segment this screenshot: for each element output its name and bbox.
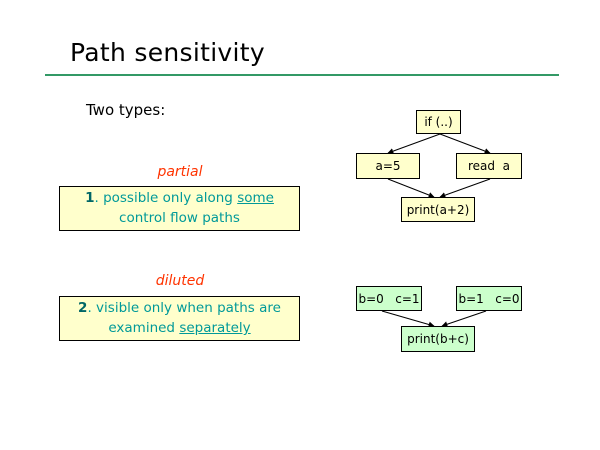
print-bc-node: print(b+c)	[401, 326, 475, 352]
type-2-number: 2	[78, 300, 88, 316]
assign-a5-node: a=5	[356, 153, 420, 179]
type-2-text: visible only when paths are examined	[96, 300, 281, 336]
type-1-underlined: some	[237, 190, 274, 206]
type-1-text-end: control flow paths	[119, 210, 240, 226]
read-a-node: read a	[456, 153, 522, 179]
arrow-a5-to-print	[387, 178, 435, 198]
assign-b0-c1-node: b=0 c=1	[356, 286, 422, 311]
arrow-b0-to-print	[381, 310, 435, 328]
type-1-text: possible only along	[103, 190, 238, 206]
arrow-if-to-a5	[387, 133, 441, 154]
type-2-box: 2. visible only when paths are examined …	[59, 296, 300, 341]
category-diluted: diluted	[155, 273, 205, 289]
title-divider	[45, 74, 559, 76]
type-1-number: 1	[85, 190, 95, 206]
arrow-read-to-print	[439, 178, 491, 198]
assign-b1-c0-node: b=1 c=0	[456, 286, 522, 311]
slide-title: Path sensitivity	[70, 38, 265, 67]
arrow-b1-to-print	[441, 310, 487, 328]
type-2-underlined: separately	[179, 320, 251, 336]
category-partial: partial	[157, 164, 203, 180]
arrow-if-to-read	[439, 133, 491, 154]
if-condition-node: if (..)	[416, 110, 461, 134]
print-a-node: print(a+2)	[401, 197, 475, 222]
subtitle: Two types:	[86, 101, 166, 119]
